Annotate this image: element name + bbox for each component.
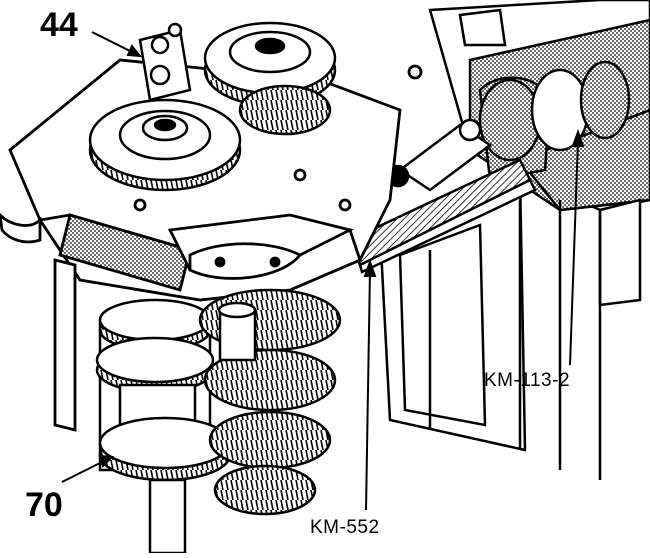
fixture-km-113-2: [428, 0, 650, 307]
part-44-bracket: [138, 22, 192, 102]
tool-km-552-bar: [348, 118, 537, 274]
upper-gear-left: [88, 98, 242, 192]
part-44-label: 44: [40, 6, 78, 44]
leader-lines: [61, 31, 585, 511]
tool-km113-label: KM-113-2: [484, 370, 571, 391]
part-70-label: 70: [25, 486, 63, 524]
upper-gear-right: [203, 21, 337, 136]
leader-km113: [569, 139, 579, 366]
lower-gear-stack: [95, 288, 342, 555]
leader-km552: [365, 269, 371, 511]
tool-km552-label: KM-552: [310, 517, 380, 538]
